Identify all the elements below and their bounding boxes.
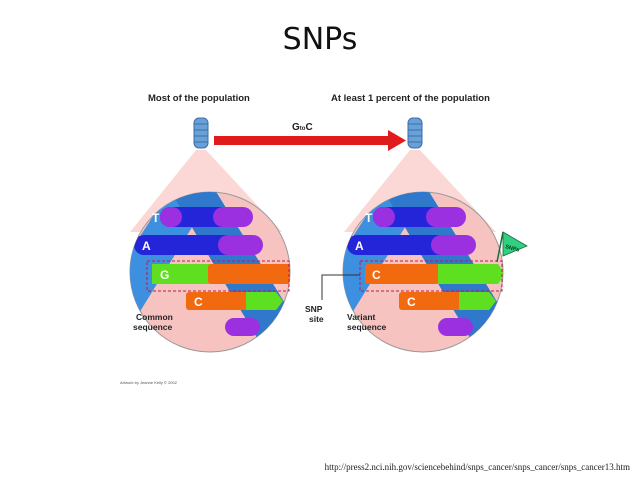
flag-pole xyxy=(496,231,504,263)
right-heading: At least 1 percent of the population xyxy=(331,93,490,104)
arrow-shaft xyxy=(214,136,390,145)
arrow-label: GtoC xyxy=(292,122,313,133)
right-pair-c2 xyxy=(399,292,461,310)
left-helix-strand-1 xyxy=(130,192,215,352)
left-label-line1: Common xyxy=(136,312,173,322)
snp-site-line2: site xyxy=(309,314,324,324)
arrow-head xyxy=(388,130,406,151)
left-snp-box xyxy=(146,260,290,292)
snps-flag xyxy=(502,231,528,257)
right-base-a: A xyxy=(355,239,364,253)
left-base-g: G xyxy=(160,268,169,282)
left-base-t: T xyxy=(152,211,160,225)
right-label-line2: sequence xyxy=(347,322,386,332)
right-base-c1: C xyxy=(372,268,381,282)
right-pair-c1 xyxy=(365,264,440,284)
left-pair-a xyxy=(134,235,244,255)
left-panel: T A G C Common sequence xyxy=(129,117,291,353)
snp-site-leader xyxy=(321,274,360,300)
right-chromosome-icon xyxy=(407,117,423,149)
left-base-c: C xyxy=(194,295,203,309)
right-snp-box xyxy=(359,260,503,292)
left-label-line2: sequence xyxy=(133,322,172,332)
left-heading: Most of the population xyxy=(148,93,250,104)
right-base-c2: C xyxy=(407,295,416,309)
left-chromosome-icon xyxy=(193,117,209,149)
left-pair-g xyxy=(152,264,218,284)
snp-site-line1: SNP xyxy=(305,304,323,314)
right-base-t: T xyxy=(365,211,373,225)
slide-title: SNPs xyxy=(282,22,358,57)
left-base-a: A xyxy=(142,239,151,253)
artwork-credit: Artwork by Jeanne Kelly © 2002 xyxy=(120,380,177,385)
right-pair-a xyxy=(347,235,457,255)
right-label-line1: Variant xyxy=(347,312,376,322)
snps-flag-text: SNPs xyxy=(504,244,519,254)
source-url: http://press2.nci.nih.gov/sciencebehind/… xyxy=(324,462,630,472)
left-pair-c xyxy=(186,292,248,310)
